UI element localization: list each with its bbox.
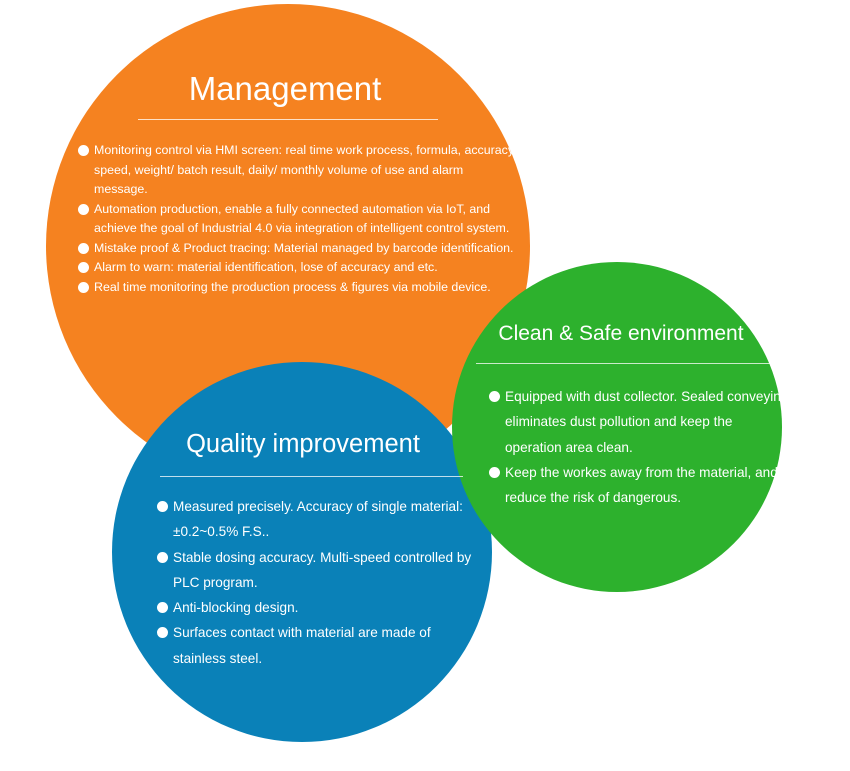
list-item: Automation production, enable a fully co…: [78, 200, 518, 239]
list-item-text: Anti-blocking design.: [173, 600, 299, 616]
list-item-text: Surfaces contact with material are made …: [173, 625, 431, 666]
clean-title: Clean & Safe environment: [498, 322, 744, 345]
bullet-icon: [78, 262, 89, 273]
list-item: Stable dosing accuracy. Multi-speed cont…: [157, 545, 487, 596]
management-title: Management: [188, 70, 382, 107]
bullet-icon: [157, 551, 168, 563]
list-item-text: Stable dosing accuracy. Multi-speed cont…: [173, 549, 472, 590]
bullet-icon: [78, 242, 89, 254]
list-item-text: Real time monitoring the production proc…: [94, 279, 491, 294]
clean-divider: [476, 363, 772, 364]
list-item-text: Monitoring control via HMI screen: real …: [94, 143, 517, 196]
quality-title: Quality improvement: [186, 430, 420, 458]
list-item-text: Keep the workes away from the material, …: [505, 464, 778, 506]
management-divider: [138, 119, 438, 120]
bullet-icon: [78, 281, 89, 293]
list-item: Measured precisely. Accuracy of single m…: [157, 494, 487, 545]
bullet-icon: [78, 203, 89, 215]
list-item: Anti-blocking design.: [157, 595, 487, 620]
quality-list: Measured precisely. Accuracy of single m…: [157, 494, 487, 671]
bullet-icon: [157, 501, 168, 512]
management-list: Monitoring control via HMI screen: real …: [78, 141, 518, 297]
list-item: Monitoring control via HMI screen: real …: [78, 141, 518, 200]
bullet-icon: [157, 627, 168, 639]
bullet-icon: [489, 466, 500, 478]
bullet-icon: [157, 602, 168, 614]
bullet-icon: [489, 391, 500, 402]
list-item: Alarm to warn: material identification, …: [78, 258, 518, 278]
list-item-text: Equipped with dust collector. Sealed con…: [505, 389, 789, 455]
quality-divider: [160, 476, 463, 477]
clean-list: Equipped with dust collector. Sealed con…: [489, 384, 789, 510]
list-item: Equipped with dust collector. Sealed con…: [489, 384, 789, 460]
bullet-icon: [78, 145, 89, 156]
list-item: Surfaces contact with material are made …: [157, 620, 487, 671]
list-item-text: Measured precisely. Accuracy of single m…: [173, 499, 463, 540]
list-item: Mistake proof & Product tracing: Materia…: [78, 239, 518, 259]
list-item: Keep the workes away from the material, …: [489, 460, 789, 511]
list-item: Real time monitoring the production proc…: [78, 278, 518, 298]
list-item-text: Mistake proof & Product tracing: Materia…: [94, 240, 514, 255]
list-item-text: Alarm to warn: material identification, …: [94, 260, 438, 274]
quality-circle: [112, 362, 492, 742]
list-item-text: Automation production, enable a fully co…: [94, 201, 510, 236]
clean-circle: [452, 262, 782, 592]
